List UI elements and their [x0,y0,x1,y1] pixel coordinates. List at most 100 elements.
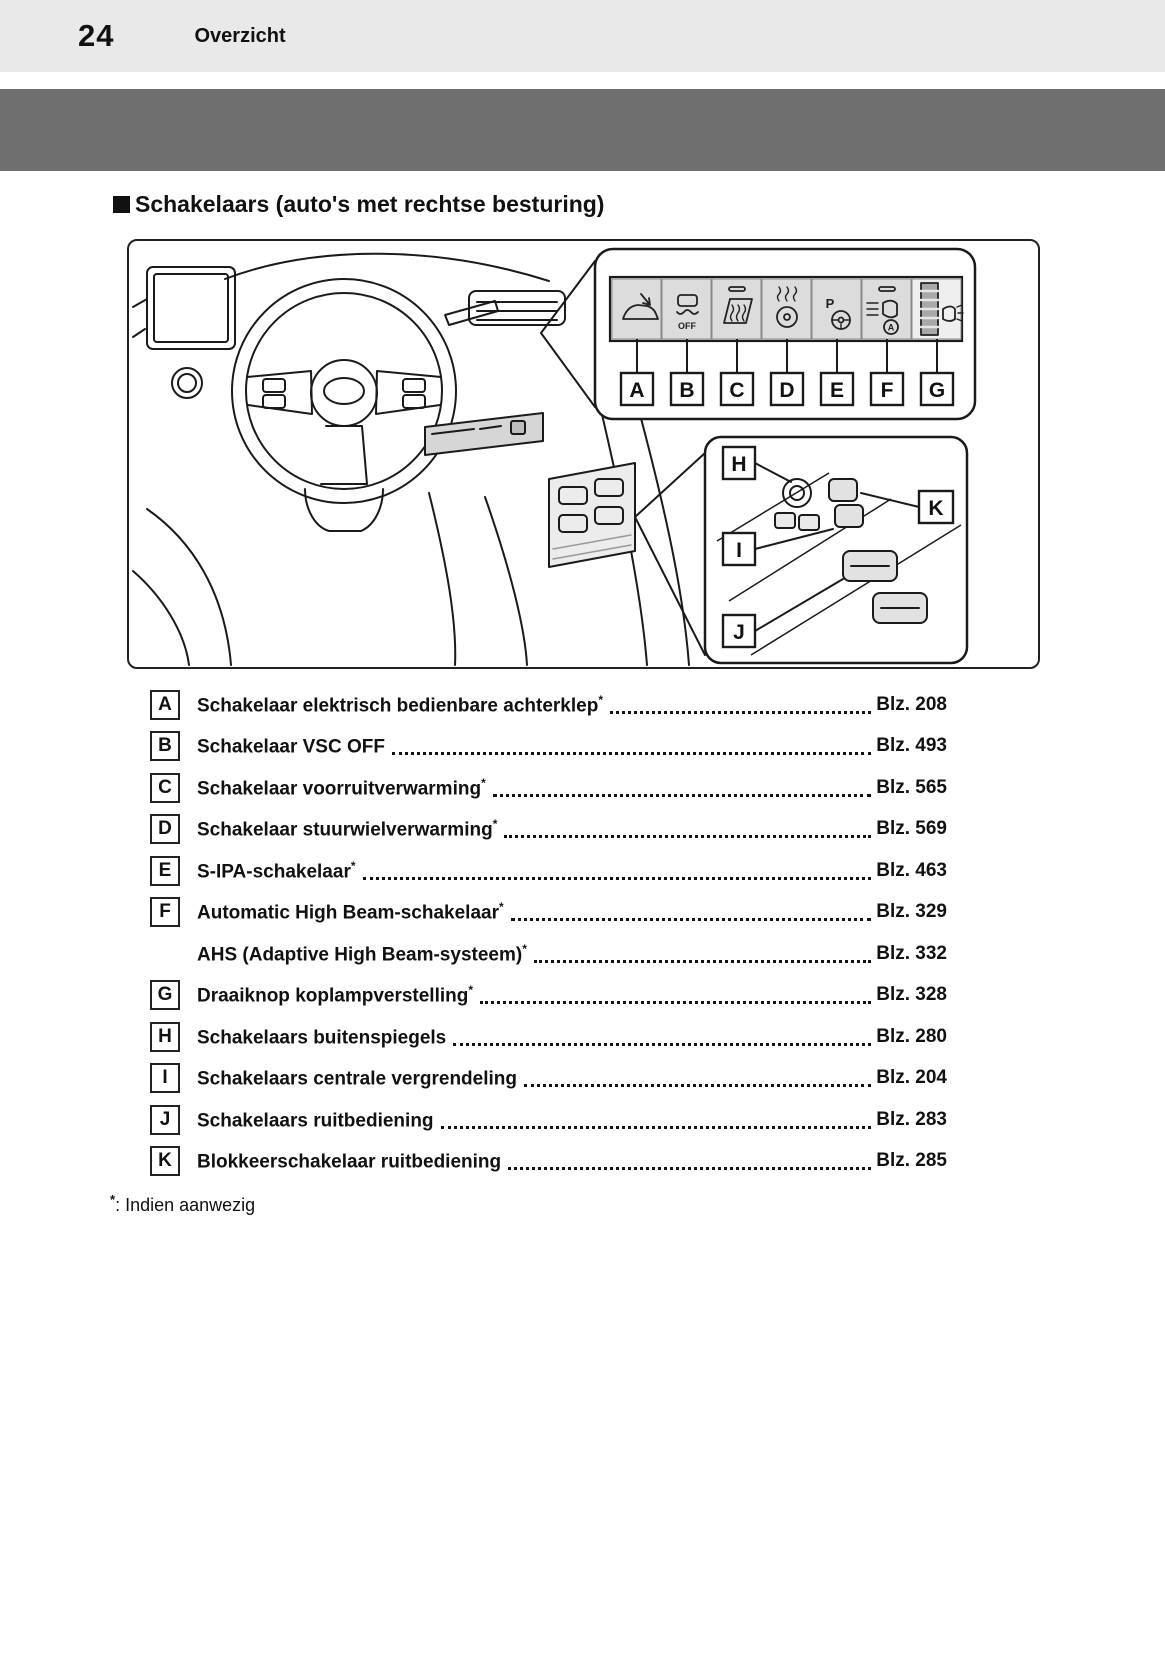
callout-letter: D [779,379,794,402]
dot-leader [610,710,872,714]
page-ref: Blz. 280 [876,1025,947,1047]
interior-illustration: OFF P A [132,247,977,666]
callout-letter: E [150,855,180,886]
list-item: A Schakelaar elektrisch bedienbare achte… [150,684,947,726]
dot-leader [480,1001,872,1004]
item-label: Schakelaar VSC OFF [197,736,385,758]
callout-letter: J [733,621,745,644]
callout-lines-top [540,260,596,408]
item-label: Schakelaars centrale vergrendeling [197,1068,517,1090]
power-back-door-switch-icon [622,293,659,320]
list-item: I Schakelaars centrale vergrendeling Blz… [150,1058,947,1100]
section-label: Overzicht [194,24,286,47]
callout-letter: H [150,1021,180,1052]
item-label: AHS (Adaptive High Beam-systeem)* [197,941,527,965]
door-switch-zoom [548,462,636,568]
item-label: Automatic High Beam-schakelaar* [197,900,504,924]
callout-letter: A [150,689,180,720]
page-number: 24 [78,18,115,53]
vsc-off-switch-icon: OFF [676,294,699,331]
item-label: Schakelaars ruitbediening [197,1109,434,1131]
headlight-leveling-dial-icon [919,282,964,336]
steering-wheel-heater-switch-icon [776,286,798,328]
section-title: Schakelaars (auto's met rechtse besturin… [135,191,605,217]
callout-letter: G [150,980,180,1011]
callout-line-h [754,462,792,483]
automatic-high-beam-switch-icon: A [866,286,899,335]
dot-leader [504,835,872,838]
list-item: C Schakelaar voorruitverwarming* Blz. 56… [150,767,947,809]
callout-letter: I [150,1063,180,1094]
list-item: D Schakelaar stuurwielverwarming* Blz. 5… [150,809,947,851]
page-ref: Blz. 463 [876,859,947,881]
callout-letter: G [929,379,945,402]
header-band [0,89,1165,171]
callout-letter: A [629,379,644,402]
callout-letter: B [150,731,180,762]
callout-letter: I [736,539,742,562]
footnote-text: : Indien aanwezig [115,1195,256,1215]
switch-panel-callout: OFF P A [593,247,977,421]
callout-line-j [754,578,844,632]
dot-leader [492,793,872,797]
list-item: G Draaiknop koplampverstelling* Blz. 328 [150,975,947,1017]
dot-leader [453,1042,872,1046]
page-ref: Blz. 204 [876,1067,947,1089]
list-item: AHS (Adaptive High Beam-systeem)* Blz. 3… [150,933,947,975]
callout-letters-top: A B C D E F G [619,371,955,407]
callout-letter: B [679,379,694,402]
dot-leader [533,959,872,963]
dot-leader [524,1084,872,1087]
door-switch-strip [424,412,544,456]
callout-letter [150,938,180,969]
section-title-row: Schakelaars (auto's met rechtse besturin… [113,191,1165,218]
lock-switches [828,478,864,528]
callout-letter: E [830,379,844,402]
callout-letter: C [150,772,180,803]
list-item: H Schakelaars buitenspiegels Blz. 280 [150,1016,947,1058]
dot-leader [440,1125,872,1129]
footnote-symbol: * [110,1192,116,1207]
dot-leader [508,1167,872,1170]
item-label: Blokkeerschakelaar ruitbediening [197,1151,502,1173]
dot-leader [391,752,872,755]
dot-leader [362,876,872,880]
page-ref: Blz. 332 [876,942,947,964]
list-item: J Schakelaars ruitbediening Blz. 283 [150,1099,947,1141]
steering-wheel [231,278,457,532]
callout-letter: K [928,497,943,520]
callout-letter: H [731,453,746,476]
item-label: S-IPA-schakelaar* [197,858,356,882]
item-label: Schakelaar elektrisch bedienbare achterk… [197,692,603,716]
item-label: Draaiknop koplampverstelling* [197,983,474,1007]
page-ref: Blz. 493 [876,735,947,757]
svg-text:P: P [826,296,835,311]
callout-letters-door: H I J K [721,445,955,649]
page-header: 24 Overzicht [0,0,1165,72]
list-item: B Schakelaar VSC OFF Blz. 493 [150,726,947,768]
footnote: *: Indien aanwezig [110,1192,1165,1216]
callout-letter: F [150,897,180,928]
page-ref: Blz. 569 [876,818,947,840]
list-item: F Automatic High Beam-schakelaar* Blz. 3… [150,892,947,934]
door-panel-callout: H I J K [703,435,969,665]
callout-line-i [754,528,834,550]
start-button [171,367,203,399]
svg-text:OFF: OFF [678,321,696,331]
interior-figure: OFF P A [127,239,1040,669]
window-switches [842,550,928,624]
wiper-stalk [444,300,499,326]
list-item: E S-IPA-schakelaar* Blz. 463 [150,850,947,892]
switch-index-list: A Schakelaar elektrisch bedienbare achte… [150,684,947,1182]
callout-letter: C [729,379,744,402]
mirror-switches [774,478,820,531]
square-bullet-icon [113,196,130,213]
page-ref: Blz. 208 [876,693,947,715]
page-ref: Blz. 328 [876,984,947,1006]
callout-lines-door [634,452,706,656]
callout-letter: D [150,814,180,845]
callout-letter: J [150,1104,180,1135]
page-ref: Blz. 285 [876,1150,947,1172]
callout-letter: K [150,1146,180,1177]
page-ref: Blz. 565 [876,776,947,798]
